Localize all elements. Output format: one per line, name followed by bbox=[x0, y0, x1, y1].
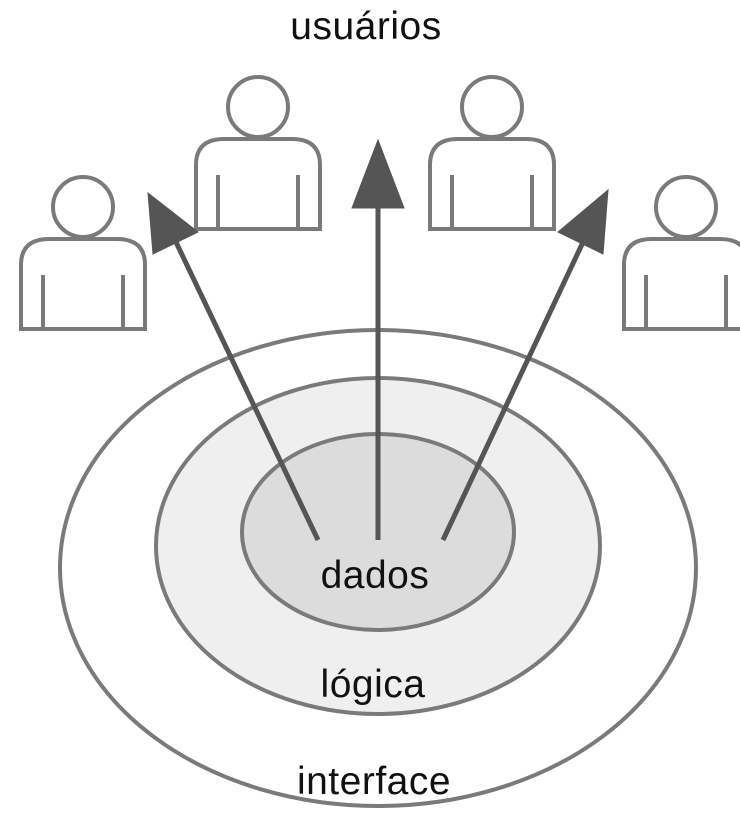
right-arrow-head bbox=[557, 188, 609, 255]
center-arrow bbox=[351, 138, 405, 540]
right-arrow bbox=[440, 188, 609, 542]
dados-layer-label: dados bbox=[321, 554, 430, 597]
user-icon bbox=[194, 75, 322, 231]
center-arrow-head bbox=[351, 138, 405, 209]
left-arrow-head bbox=[147, 191, 199, 255]
user-icon bbox=[622, 175, 740, 331]
interface-layer-label: interface bbox=[297, 760, 451, 803]
user-icon bbox=[428, 75, 556, 231]
user-icon bbox=[19, 175, 147, 331]
logica-layer-label: lógica bbox=[321, 663, 426, 706]
diagram-title: usuários bbox=[290, 5, 441, 48]
left-arrow bbox=[147, 191, 321, 542]
